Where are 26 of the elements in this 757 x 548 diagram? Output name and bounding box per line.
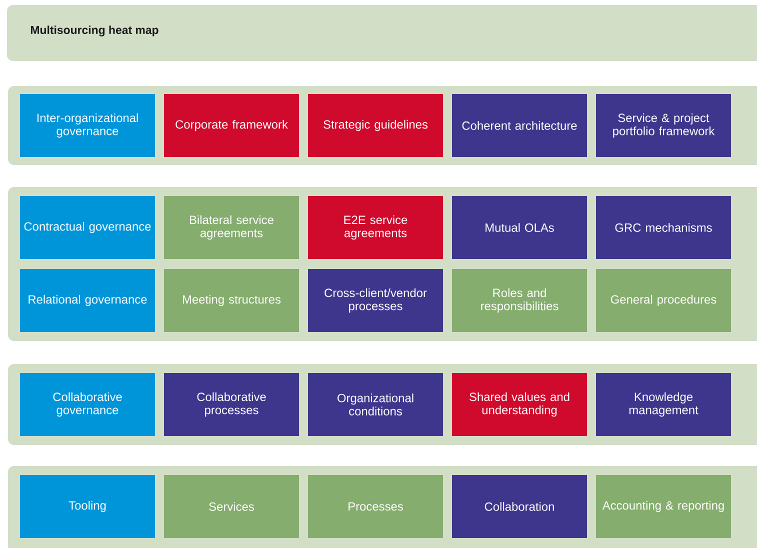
heat-cell: Inter-organizational governance bbox=[20, 94, 155, 157]
heat-cell: Collaboration bbox=[452, 474, 587, 538]
heat-cell: Relational governance bbox=[20, 268, 155, 332]
heat-cell: Corporate framework bbox=[164, 94, 299, 157]
heat-cell: GRC mechanisms bbox=[596, 196, 731, 259]
heat-cell: Collaborative processes bbox=[164, 372, 299, 436]
heat-cell: Contractual governance bbox=[20, 196, 155, 259]
heat-cell: Tooling bbox=[20, 474, 155, 538]
title: Multisourcing heat map bbox=[30, 26, 158, 36]
heat-cell: Mutual OLAs bbox=[452, 196, 587, 259]
heat-cell: E2E service agreements bbox=[308, 196, 443, 259]
heat-cell: Cross-client/vendor processes bbox=[308, 268, 443, 332]
heat-cell: Meeting structures bbox=[164, 268, 299, 332]
heat-cell: Processes bbox=[308, 474, 443, 538]
heat-cell: Service & project portfolio framework bbox=[596, 94, 731, 157]
heat-cell: Coherent architecture bbox=[452, 94, 587, 157]
heat-cell: Services bbox=[164, 474, 299, 538]
heat-cell: General procedures bbox=[596, 268, 731, 332]
heat-cell: Knowledge management bbox=[596, 372, 731, 436]
heat-cell: Bilateral service agreements bbox=[164, 196, 299, 259]
heat-cell: Collaborative governance bbox=[20, 372, 155, 436]
heat-cell: Shared values and understanding bbox=[452, 372, 587, 436]
heat-cell: Organizational conditions bbox=[308, 372, 443, 436]
heat-cell: Accounting & reporting bbox=[596, 474, 731, 538]
heat-cell: Strategic guidelines bbox=[308, 94, 443, 157]
heat-cell: Roles and responsibilities bbox=[452, 268, 587, 332]
